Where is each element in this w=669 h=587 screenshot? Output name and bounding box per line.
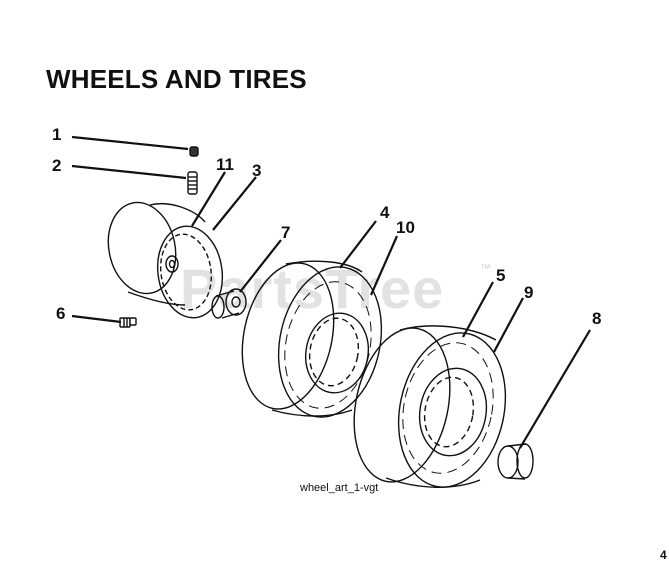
callout-1: 1 <box>52 125 62 144</box>
part-7-bushing <box>211 288 247 319</box>
watermark-trademark: ™ <box>480 263 491 275</box>
callout-2: 2 <box>52 156 62 175</box>
callout-5: 5 <box>496 266 506 285</box>
part-6-grease-fitting <box>119 317 137 328</box>
leader-lines <box>71 135 591 449</box>
page-title: WHEELS AND TIRES <box>46 64 307 94</box>
part-1-valve-cap <box>189 146 199 157</box>
callout-4: 4 <box>380 203 390 222</box>
part-3-rim <box>107 201 224 319</box>
callout-6: 6 <box>56 304 66 323</box>
figure-caption: wheel_art_1-vgt <box>300 482 379 494</box>
callout-3: 3 <box>252 161 262 180</box>
part-5-rear-tire <box>353 325 507 488</box>
part-8-hub-cap <box>497 443 534 480</box>
part-2-valve-stem <box>187 171 198 195</box>
callout-11: 11 <box>216 155 234 174</box>
callout-9: 9 <box>524 283 534 302</box>
part-4-front-tire <box>241 260 383 418</box>
page-number: 4 <box>660 548 667 562</box>
callout-10: 10 <box>396 218 415 237</box>
callout-8: 8 <box>592 309 602 328</box>
callout-7: 7 <box>281 223 291 242</box>
